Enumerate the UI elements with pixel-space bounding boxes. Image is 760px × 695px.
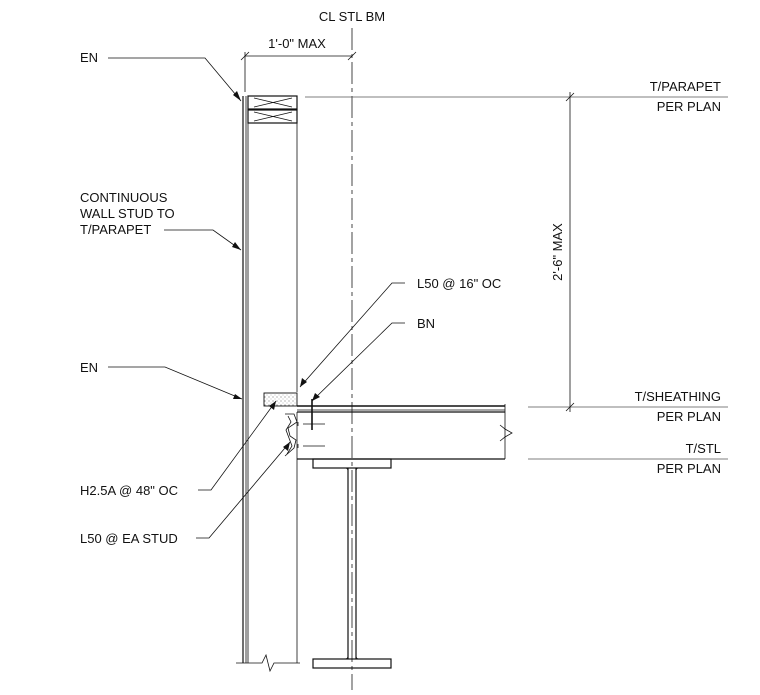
elev-sheathing-label: T/SHEATHING — [635, 389, 721, 404]
wall-break-line — [236, 653, 300, 673]
label-en-top: EN — [80, 50, 98, 65]
elev-parapet-label: T/PARAPET — [650, 79, 721, 94]
dimension-side: 2'-6" MAX — [550, 92, 575, 412]
leader-bn — [311, 322, 405, 402]
roof-sheathing — [297, 404, 506, 412]
leader-l50-ea — [196, 441, 291, 539]
label-en-mid: EN — [80, 360, 98, 375]
leader-l50-16 — [299, 282, 405, 388]
label-l50-16: L50 @ 16" OC — [417, 276, 501, 291]
dimension-top: 1'-0" MAX — [240, 36, 357, 92]
label-h25a: H2.5A @ 48" OC — [80, 483, 178, 498]
label-stud-line1: CONTINUOUS — [80, 190, 168, 205]
nails — [297, 399, 325, 448]
elev-parapet-ref: PER PLAN — [657, 99, 721, 114]
top-plates — [247, 95, 298, 124]
leader-en-top — [108, 57, 242, 102]
nailer — [297, 411, 513, 460]
label-l50-ea: L50 @ EA STUD — [80, 531, 178, 546]
cl-stl-bm-label: CL STL BM — [319, 9, 385, 24]
hurricane-tie — [284, 413, 298, 457]
label-bn: BN — [417, 316, 435, 331]
edge-blocking — [263, 392, 298, 407]
label-stud-line3: T/PARAPET — [80, 222, 151, 237]
elevation-lines — [305, 96, 728, 460]
label-stud-line2: WALL STUD TO — [80, 206, 175, 221]
dimension-side-label: 2'-6" MAX — [550, 223, 565, 281]
elev-steel-ref: PER PLAN — [657, 461, 721, 476]
steel-beam — [312, 458, 392, 669]
leader-h25a — [198, 400, 277, 491]
elev-sheathing-ref: PER PLAN — [657, 409, 721, 424]
leader-stud — [164, 229, 242, 251]
elev-steel-label: T/STL — [686, 441, 721, 456]
leader-en-mid — [108, 366, 243, 400]
wall-sheathing — [242, 96, 249, 663]
dimension-top-label: 1'-0" MAX — [268, 36, 326, 51]
